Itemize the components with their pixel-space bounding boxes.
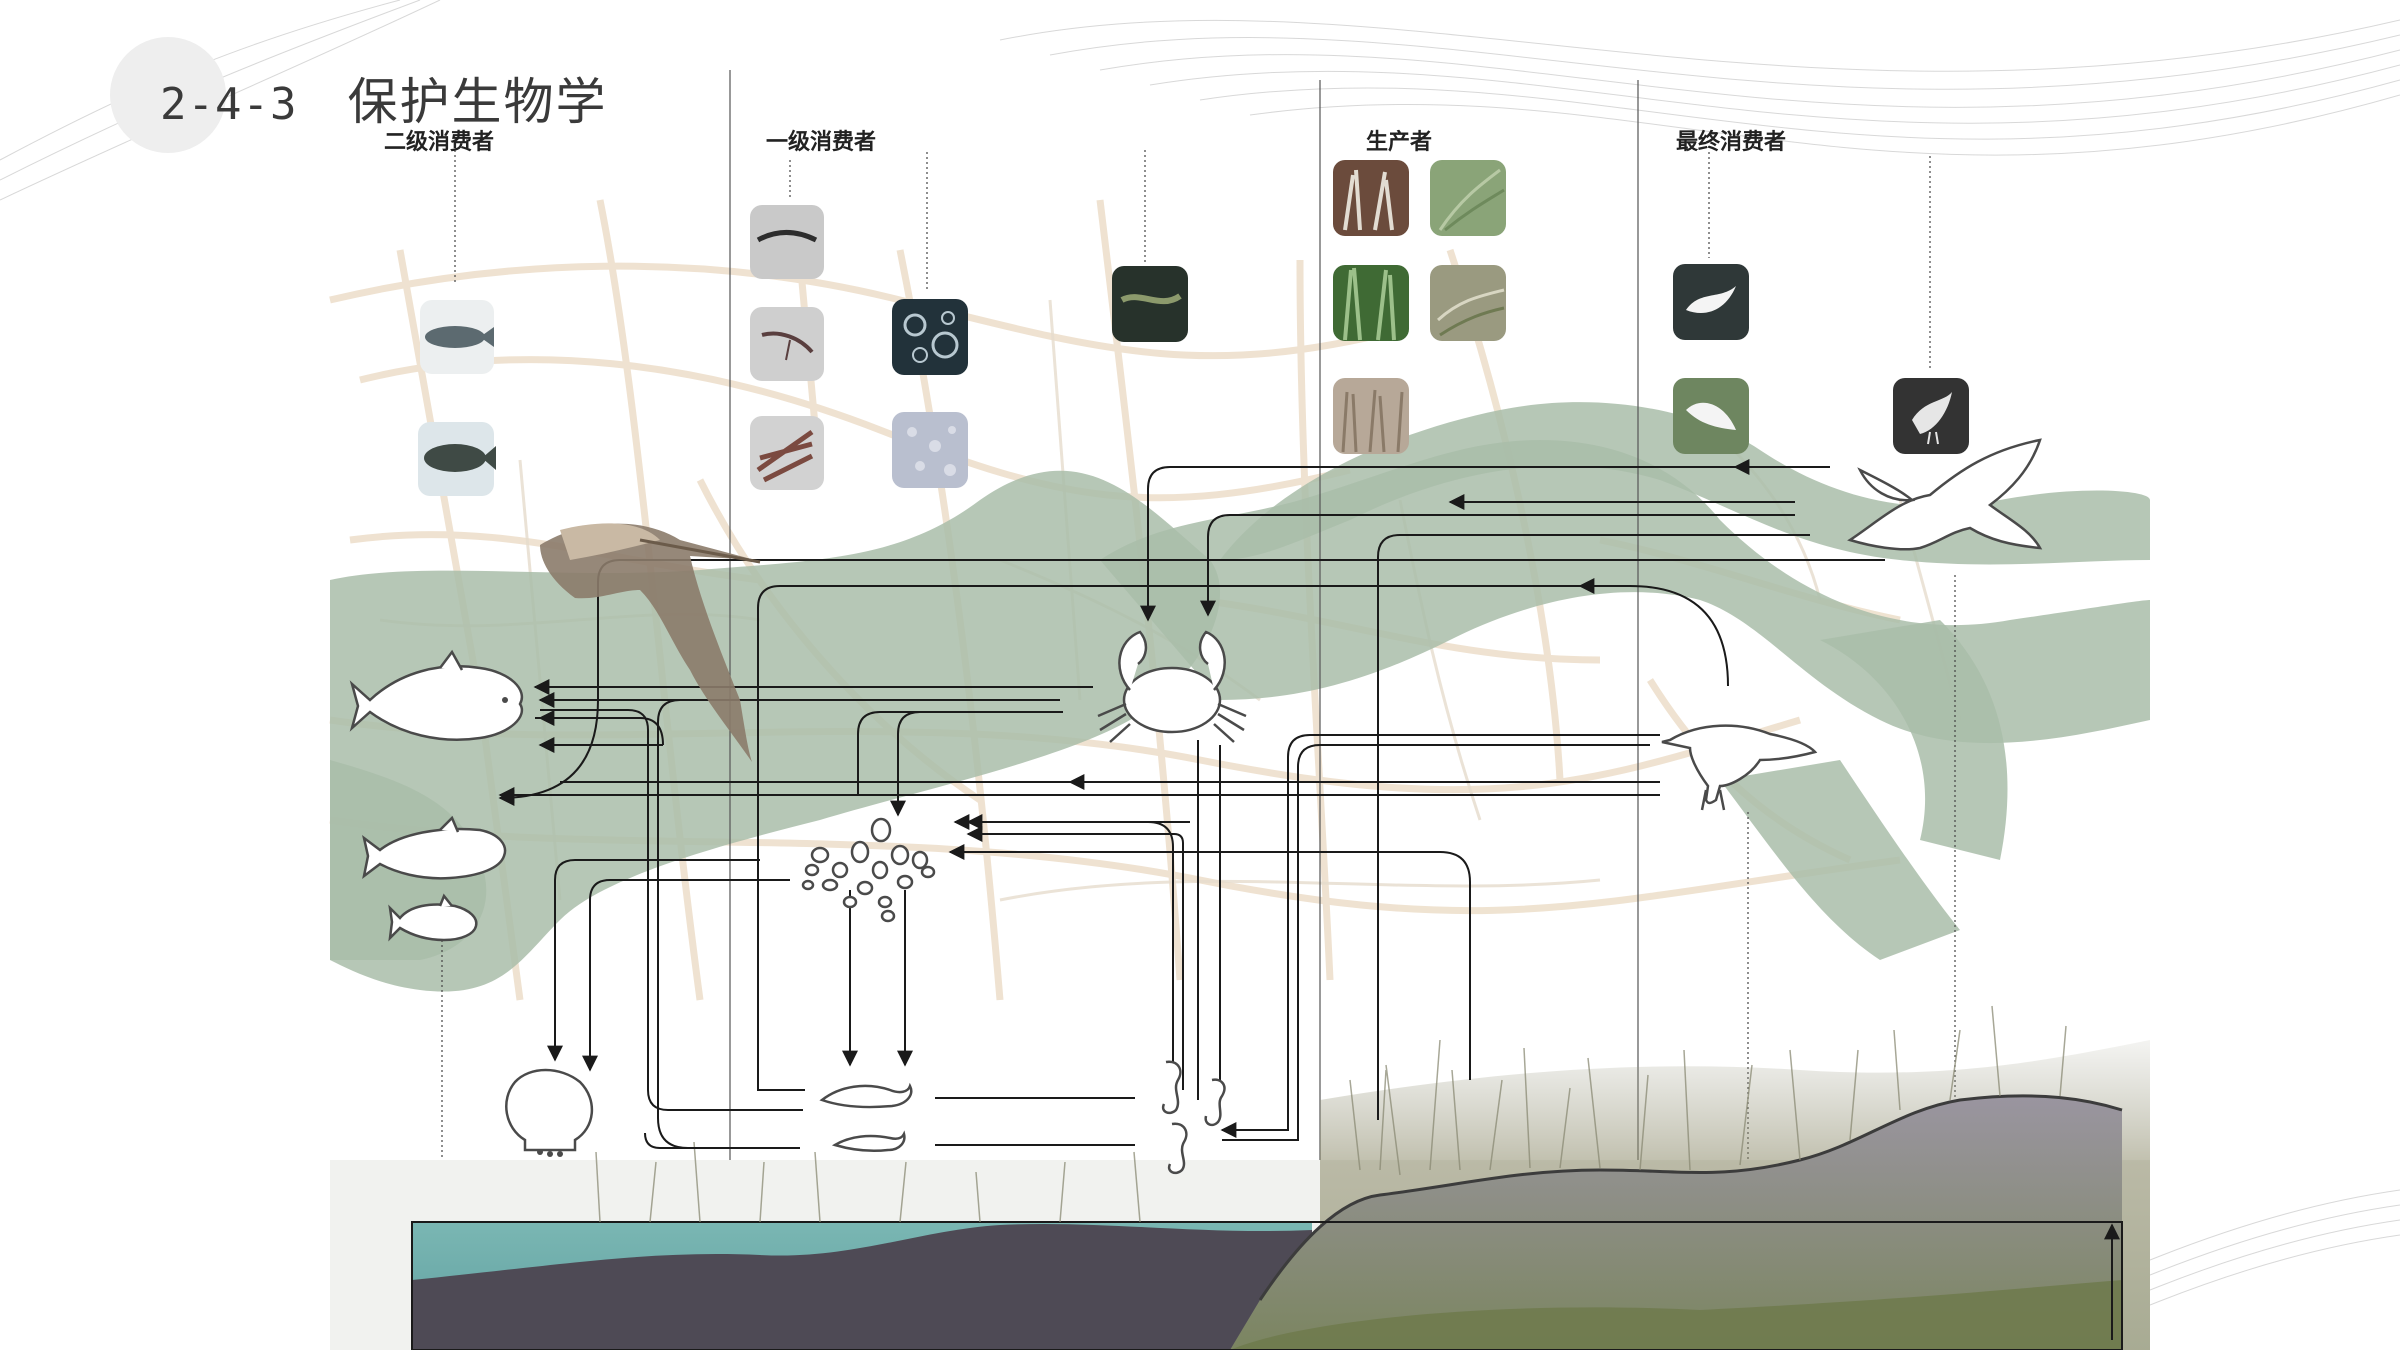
river-right-arm bbox=[1820, 620, 2008, 860]
shrimp-photo-2 bbox=[750, 307, 824, 381]
seahorse-icon-2 bbox=[1204, 1078, 1226, 1127]
animal-silhouettes bbox=[349, 438, 2043, 1175]
pelican-icon bbox=[540, 523, 761, 762]
grass-photo-1 bbox=[1430, 160, 1506, 236]
wetland-section bbox=[330, 1005, 2150, 1350]
seahorse-icon-3 bbox=[1167, 1122, 1188, 1175]
fish-icon-3 bbox=[388, 893, 478, 942]
label-primary-consumer: 一级消费者 bbox=[766, 129, 877, 155]
label-producer: 生产者 bbox=[1366, 129, 1433, 155]
riverbed-soil bbox=[412, 1223, 1312, 1350]
river bbox=[330, 470, 1221, 992]
plankton-icon bbox=[801, 817, 936, 923]
fish-icon-1 bbox=[349, 649, 523, 741]
fish-photo-2 bbox=[418, 422, 496, 496]
grass-blades bbox=[595, 1005, 2067, 1223]
reed-photo-1 bbox=[1333, 160, 1409, 236]
label-secondary-consumer: 二级消费者 bbox=[384, 129, 495, 155]
heron-photo bbox=[1893, 378, 1969, 454]
pelican-silhouette-icon bbox=[1847, 438, 2043, 551]
plankton-photo-1 bbox=[892, 299, 968, 375]
egret-photo-2 bbox=[1673, 378, 1749, 454]
plankton-photo-2 bbox=[892, 412, 968, 488]
label-final-consumer: 最终消费者 bbox=[1676, 129, 1787, 155]
seahorse-icon-1 bbox=[1161, 1060, 1182, 1115]
grass-photo-3 bbox=[1430, 265, 1506, 341]
title-badge-circle bbox=[110, 37, 226, 153]
eel-photo bbox=[1112, 266, 1188, 342]
shrimp-photo-3 bbox=[750, 416, 824, 490]
photo-tiles bbox=[418, 160, 1969, 496]
shell-icon bbox=[505, 1068, 594, 1157]
decorative-waves bbox=[0, 0, 2400, 1306]
shrimp-icon-1 bbox=[819, 1082, 913, 1109]
section-title: 保护生物学 bbox=[347, 73, 608, 131]
page-title: 2-4-3 保护生物学 bbox=[160, 62, 607, 134]
fish-photo-1 bbox=[420, 300, 494, 374]
egret-photo-1 bbox=[1673, 264, 1749, 340]
reed-photo-2 bbox=[1333, 378, 1409, 454]
grass-photo-2 bbox=[1333, 265, 1409, 341]
food-web-arrows bbox=[498, 459, 1885, 1149]
shrimp-icon-2 bbox=[831, 1130, 906, 1153]
crab-icon bbox=[1097, 630, 1247, 743]
fish-icon-2 bbox=[362, 815, 507, 880]
river-estuary bbox=[1720, 760, 1960, 960]
heron-silhouette-icon bbox=[1661, 724, 1818, 811]
shrimp-photo-1 bbox=[750, 205, 824, 279]
section-number: 2-4-3 bbox=[160, 79, 298, 130]
